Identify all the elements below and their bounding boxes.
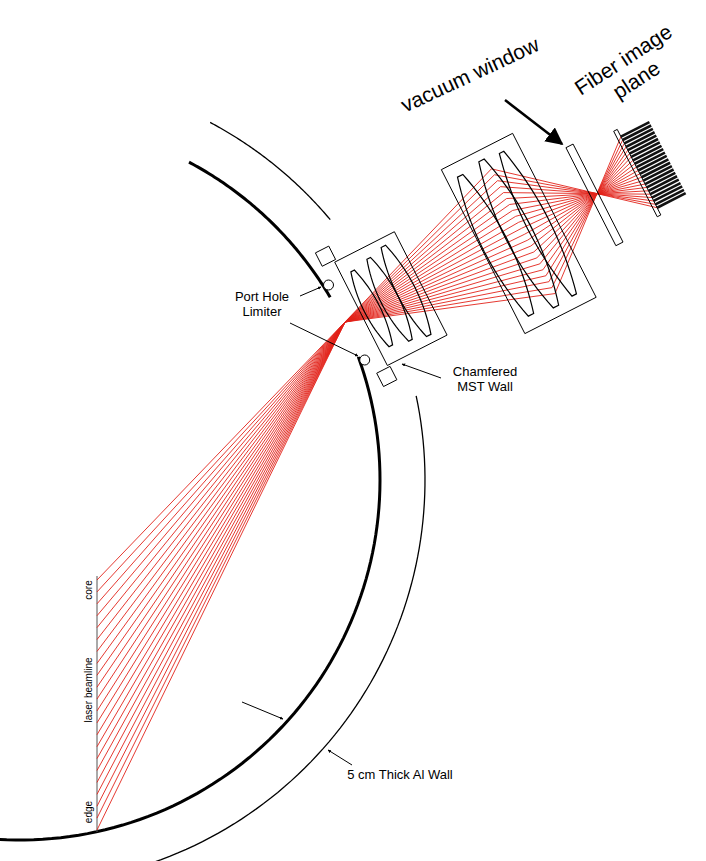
lens [381, 245, 431, 336]
light-ray [97, 154, 630, 640]
part-label: Chamfered MST Wall [445, 365, 525, 395]
lens-housing [441, 133, 596, 333]
limiter-circle [360, 355, 370, 365]
optical-fiber [657, 193, 686, 208]
limiter-circle [324, 280, 334, 290]
leader-line [242, 702, 283, 719]
part-label: Port Hole Limiter [226, 290, 298, 320]
part-label: laser beamline [83, 657, 95, 722]
light-ray [97, 137, 621, 580]
lens [479, 159, 559, 308]
fiber-holder [614, 129, 661, 216]
light-ray [97, 191, 649, 771]
light-ray [97, 164, 635, 676]
lens [457, 174, 533, 316]
light-ray [97, 167, 636, 687]
light-ray [97, 193, 650, 783]
leader-line [300, 287, 321, 296]
part-label: core [83, 580, 95, 599]
light-ray [97, 140, 623, 592]
light-ray [97, 177, 642, 723]
light-ray [97, 181, 643, 735]
light-ray [97, 169, 657, 830]
part-label: Fiber image plane [564, 16, 695, 125]
leader-line [402, 364, 441, 378]
part-label: 5 cm Thick Al Wall [347, 768, 452, 783]
leader-line [290, 323, 358, 356]
light-ray [97, 150, 628, 627]
aluminium-wall [210, 122, 330, 219]
aluminium-wall [20, 396, 425, 861]
light-ray [97, 170, 638, 699]
light-ray [97, 175, 655, 818]
mst-wall [189, 162, 330, 297]
mst-wall [0, 357, 380, 840]
leader-line [505, 100, 562, 144]
chamfered-wall [377, 366, 397, 386]
lens [499, 151, 576, 296]
part-label: vacuum window [397, 32, 543, 117]
part-label: edge [83, 801, 95, 823]
light-ray [97, 143, 624, 603]
light-ray [97, 187, 652, 795]
lens [351, 270, 393, 347]
light-ray [97, 181, 654, 806]
leader-line [328, 750, 352, 765]
light-ray [97, 187, 647, 758]
vacuum-window-plate [566, 144, 623, 246]
lens-housing [335, 232, 447, 366]
chamfered-wall [315, 246, 335, 266]
light-ray [97, 160, 633, 663]
